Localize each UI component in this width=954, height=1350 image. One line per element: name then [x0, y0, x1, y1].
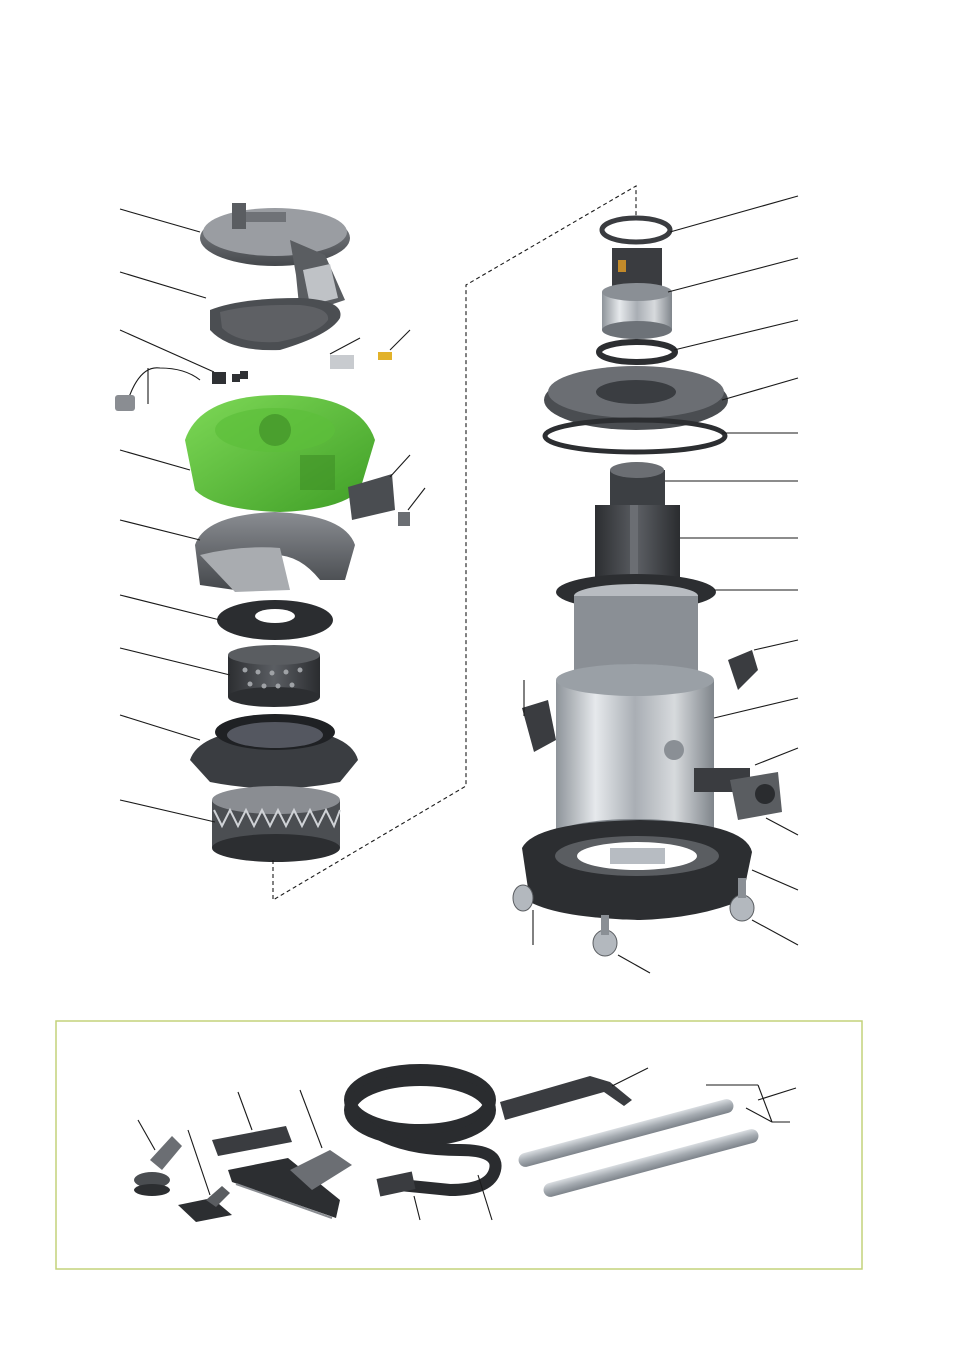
filter-mesh-part	[210, 298, 341, 351]
switch-part	[212, 371, 248, 384]
motor-ring-part	[596, 339, 678, 365]
round-brush-part	[134, 1136, 182, 1196]
floor-nozzle-part	[228, 1150, 352, 1219]
left-leader-lines	[119, 208, 426, 823]
motor-part	[602, 248, 672, 339]
extension-tubes-part	[518, 1099, 759, 1197]
power-cable-part	[115, 367, 201, 411]
diffuser-part	[228, 645, 320, 707]
assembly-axis-line	[272, 185, 637, 901]
suction-hose-part	[344, 1064, 502, 1197]
hose-handle-part	[500, 1076, 632, 1120]
right-assembly	[512, 195, 799, 974]
hose-cuff-part	[376, 1171, 416, 1197]
tank-clamp-part	[522, 650, 758, 752]
control-box-part	[348, 474, 410, 526]
left-assembly	[115, 185, 637, 901]
foam-ring-part	[217, 600, 333, 640]
right-leader-lines	[523, 195, 799, 974]
motor-gasket-part	[599, 215, 673, 245]
head-plate-part	[544, 366, 728, 430]
insulation-shell-part	[195, 512, 355, 592]
castor-wheel-part	[512, 878, 755, 957]
terminal-block-part	[330, 352, 392, 369]
tank-gasket-part	[542, 417, 728, 455]
accessories	[134, 1064, 797, 1222]
crevice-tool-part	[212, 1126, 292, 1156]
cartridge-filter-part	[595, 462, 680, 580]
accessory-leader-lines	[137, 1067, 797, 1221]
toothed-filter-part	[212, 786, 341, 862]
green-housing-part	[185, 395, 375, 512]
inlet-fitting-part	[694, 768, 782, 820]
top-cover-part	[200, 203, 350, 315]
base-ring-part	[190, 714, 358, 789]
accessories-panel	[55, 1020, 863, 1270]
upholstery-nozzle-part	[178, 1186, 232, 1222]
trolley-chassis-part	[522, 820, 752, 920]
